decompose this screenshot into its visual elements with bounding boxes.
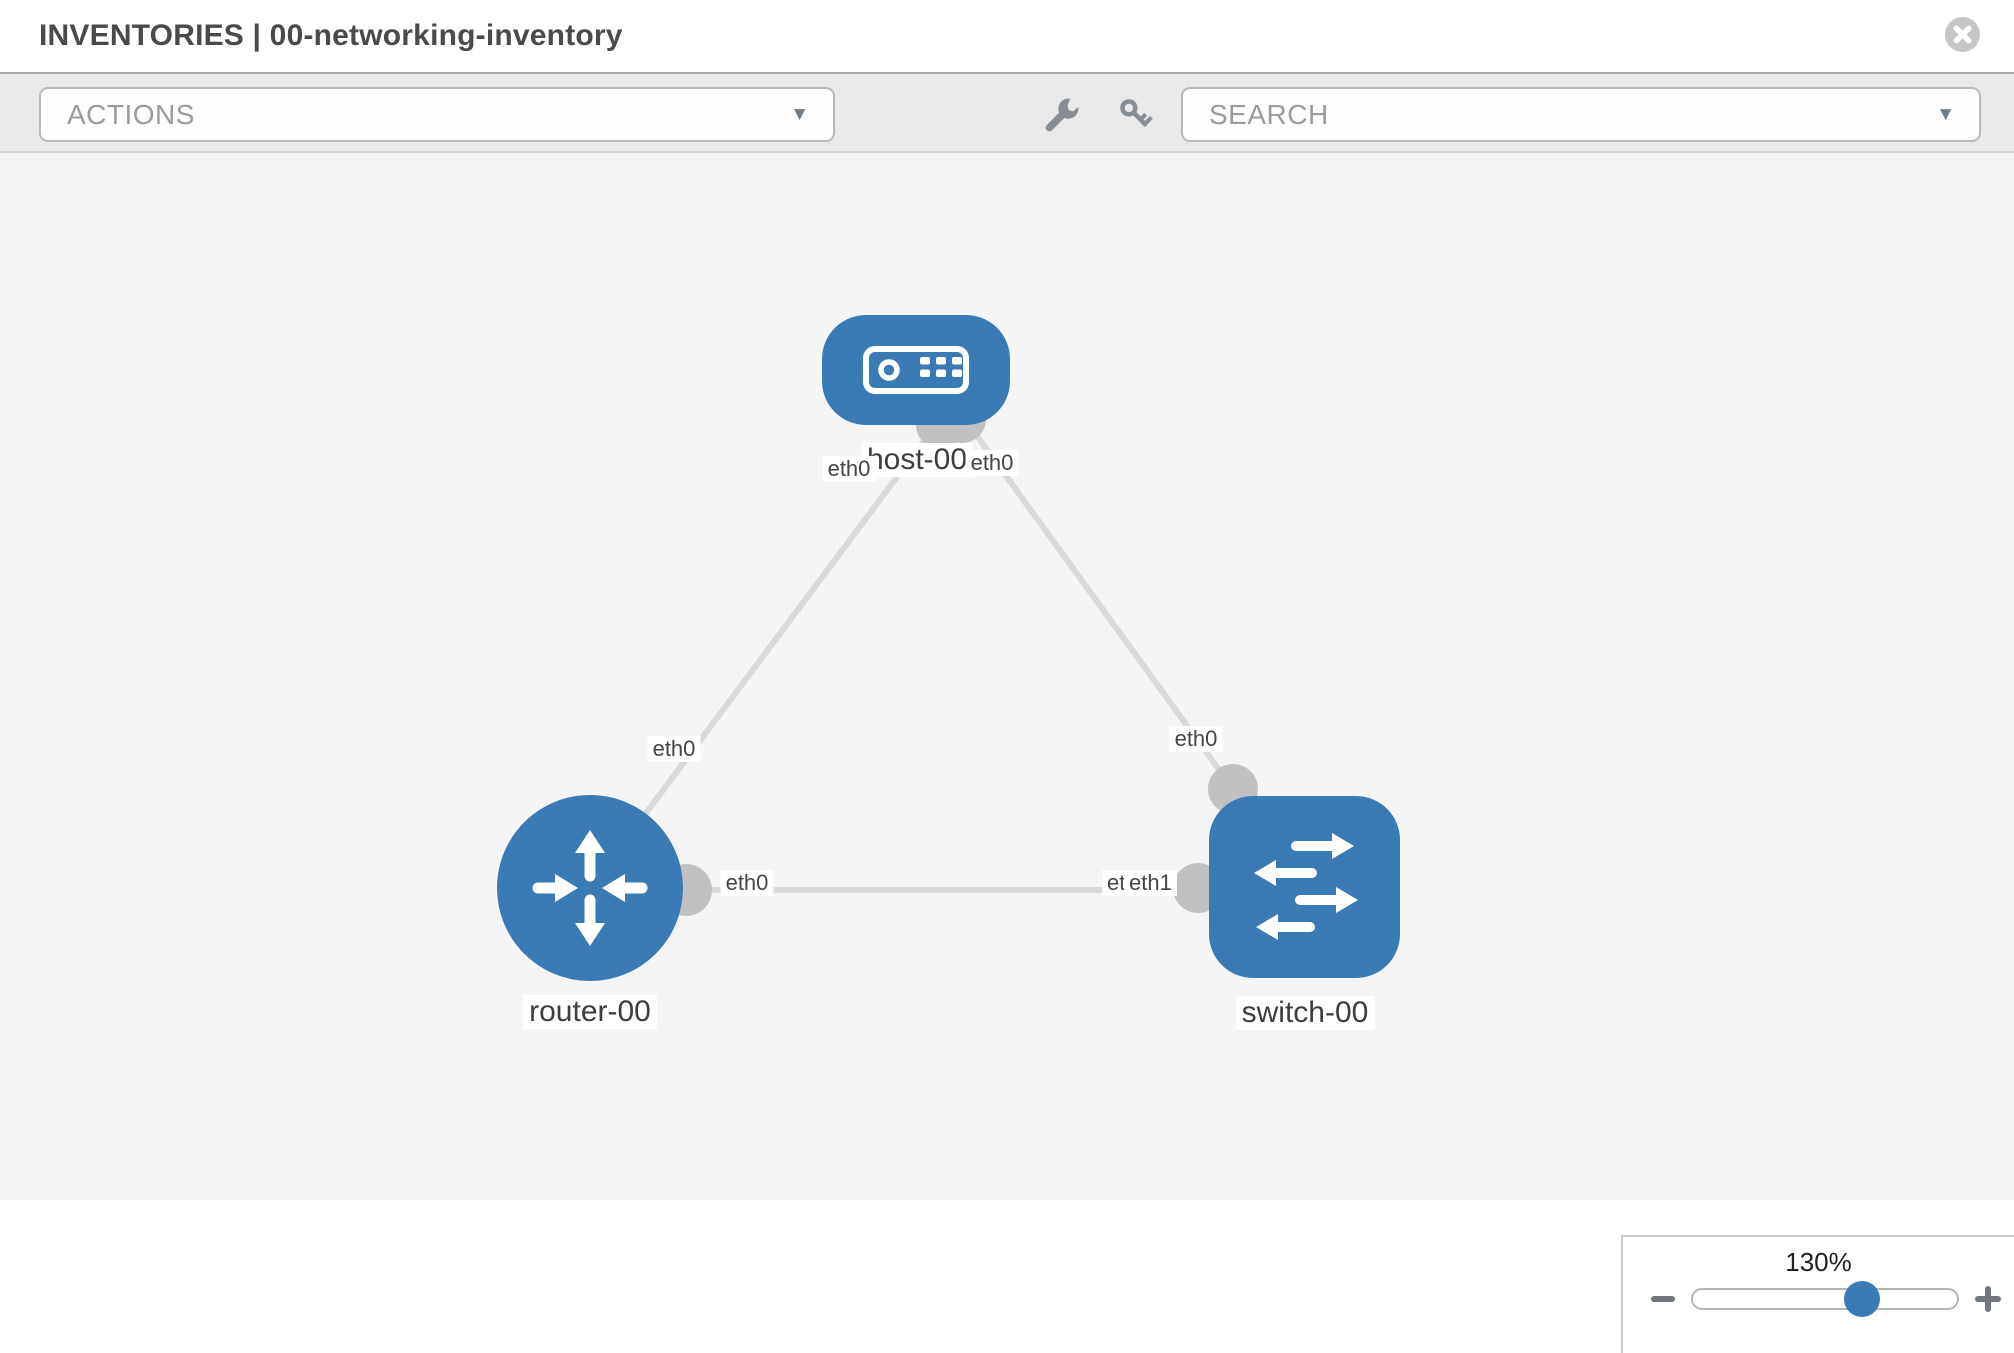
switch-icon [1254, 833, 1358, 940]
header: INVENTORIES | 00-networking-inventory [0, 0, 2014, 72]
zoom-slider-track[interactable] [1691, 1281, 1959, 1317]
zoom-slider-thumb[interactable] [1843, 1281, 1880, 1317]
port-label-eth0: eth0 [965, 450, 1019, 476]
configure-button[interactable] [1043, 96, 1081, 134]
port-label-eth0: eth0 [822, 456, 876, 482]
actions-dropdown-label: ACTIONS [67, 99, 195, 130]
zoom-level-value: 130% [1785, 1247, 1852, 1277]
key-icon [1120, 99, 1153, 127]
port-label-eth0: eth0 [720, 870, 774, 896]
link-router-host[interactable] [587, 420, 941, 890]
chevron-down-icon: ▼ [790, 104, 809, 125]
page-title: INVENTORIES | 00-networking-inventory [39, 19, 623, 52]
port-label-eth1: eth1 [1124, 870, 1177, 896]
topology-graph [497, 315, 1400, 981]
host-icon [863, 346, 969, 394]
node-router-00[interactable] [497, 795, 683, 981]
credentials-button[interactable] [1117, 96, 1155, 134]
node-label-host: host-00 [860, 443, 974, 477]
node-switch-00[interactable] [1209, 796, 1400, 978]
zoom-out-button[interactable] [1651, 1296, 1675, 1302]
link-group [587, 416, 1236, 893]
port-label-eth0: eth0 [1169, 726, 1223, 752]
search-dropdown-label: SEARCH [1209, 99, 1329, 130]
port-label-eth0: eth0 [647, 736, 701, 762]
node-host-00[interactable] [822, 315, 1010, 425]
close-icon [1945, 17, 1980, 52]
wrench-icon [1045, 98, 1079, 132]
node-label-router: router-00 [523, 995, 657, 1029]
toolbar: ACTIONS ▼ [0, 72, 2014, 153]
zoom-widget: 130% [1621, 1235, 2014, 1353]
chevron-down-icon: ▼ [1936, 104, 1955, 125]
zoom-controls [1623, 1281, 2014, 1317]
topology-canvas[interactable]: host-00 router-00 switch-00 eth0 eth0 et… [0, 153, 2014, 1353]
node-label-switch: switch-00 [1235, 996, 1375, 1030]
search-dropdown[interactable]: SEARCH ▼ [1181, 87, 1981, 142]
close-button[interactable] [1945, 17, 1980, 52]
actions-dropdown[interactable]: ACTIONS ▼ [39, 87, 835, 142]
zoom-in-button[interactable] [1975, 1286, 2001, 1312]
router-icon [532, 830, 648, 946]
toolbar-icon-group [1043, 96, 1163, 136]
